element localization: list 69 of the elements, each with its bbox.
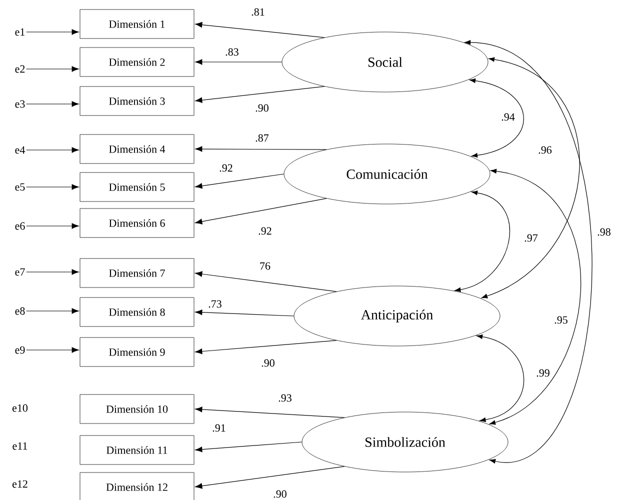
arrow bbox=[195, 22, 325, 38]
error-label: e2 bbox=[15, 65, 25, 73]
error-label: e4 bbox=[15, 146, 26, 154]
variable-box: Dimensión 7 bbox=[80, 258, 194, 288]
arrow bbox=[195, 466, 345, 489]
variable-box: Dimensión 2 bbox=[80, 47, 194, 77]
arrow bbox=[195, 340, 337, 354]
edge-label: .90 bbox=[260, 358, 276, 368]
edge-label: .94 bbox=[500, 112, 516, 122]
edge-label: .93 bbox=[277, 393, 293, 403]
edge-label: .90 bbox=[254, 103, 270, 113]
error-label: e5 bbox=[15, 183, 25, 191]
variable-box: Dimensión 12 bbox=[80, 472, 194, 500]
arrow bbox=[470, 78, 524, 158]
edge-label: .99 bbox=[535, 368, 551, 378]
variable-box: Dimensión 8 bbox=[80, 297, 194, 327]
error-label: e7 bbox=[15, 268, 25, 276]
arrow bbox=[26, 29, 79, 35]
error-label: e10 bbox=[12, 404, 28, 412]
arrow bbox=[195, 406, 345, 418]
variable-box: Dimensión 6 bbox=[80, 208, 194, 238]
variable-box: Dimensión 9 bbox=[80, 337, 194, 367]
error-label: e6 bbox=[15, 222, 25, 230]
arrow bbox=[454, 190, 510, 292]
arrow bbox=[481, 57, 580, 298]
edge-label: .73 bbox=[207, 299, 223, 309]
arrow bbox=[476, 334, 524, 422]
error-label: e3 bbox=[15, 100, 25, 108]
arrow bbox=[489, 168, 581, 425]
edge-label: .95 bbox=[553, 315, 569, 325]
variable-box: Dimensión 10 bbox=[80, 394, 194, 424]
edge-label: .90 bbox=[272, 489, 288, 499]
edge-label: .96 bbox=[537, 145, 553, 155]
edge-label: .83 bbox=[224, 47, 240, 57]
arrow bbox=[26, 269, 79, 275]
edge-label: .97 bbox=[523, 233, 539, 243]
arrow bbox=[195, 271, 337, 292]
arrow bbox=[195, 310, 294, 316]
arrow bbox=[26, 347, 79, 353]
variable-box: Dimensión 1 bbox=[80, 9, 194, 39]
edge-label: .81 bbox=[250, 7, 266, 17]
arrow bbox=[195, 174, 284, 189]
arrow bbox=[464, 40, 592, 464]
arrow bbox=[195, 86, 325, 103]
arrow bbox=[195, 442, 302, 452]
error-label: e9 bbox=[15, 346, 25, 354]
edge-label: .98 bbox=[596, 227, 612, 237]
arrow bbox=[195, 198, 327, 224]
error-label: e11 bbox=[12, 442, 28, 450]
arrow bbox=[26, 101, 79, 107]
error-label: e8 bbox=[15, 307, 25, 315]
arrow bbox=[26, 147, 79, 153]
arrow bbox=[195, 59, 282, 65]
edge-label: .87 bbox=[254, 133, 270, 143]
arrow bbox=[195, 146, 327, 152]
arrow bbox=[26, 66, 79, 72]
edge-label: .92 bbox=[257, 226, 273, 236]
variable-box: Dimensión 4 bbox=[80, 134, 194, 164]
arrow bbox=[26, 184, 79, 190]
arrow bbox=[26, 308, 79, 314]
error-label: e12 bbox=[12, 480, 28, 488]
arrow bbox=[26, 223, 79, 229]
edge-label: .91 bbox=[211, 423, 227, 433]
error-label: e1 bbox=[15, 28, 25, 36]
variable-box: Dimensión 5 bbox=[80, 172, 194, 202]
variable-box: Dimensión 11 bbox=[80, 435, 194, 465]
edge-label: 76 bbox=[258, 261, 272, 271]
edge-label: .92 bbox=[218, 163, 234, 173]
variable-box: Dimensión 3 bbox=[80, 86, 194, 116]
